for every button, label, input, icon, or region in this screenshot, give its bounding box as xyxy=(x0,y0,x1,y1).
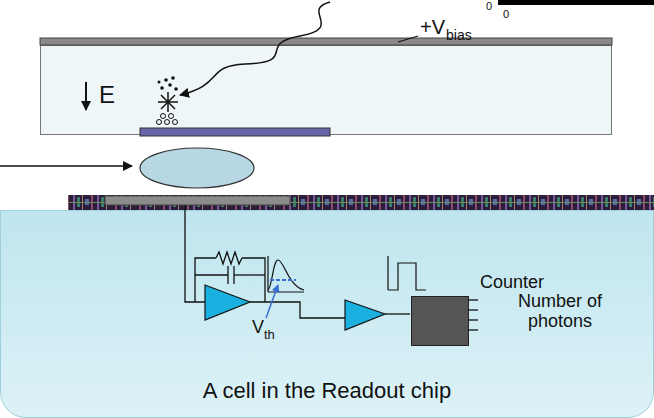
counter-output: Number of photons xyxy=(500,292,620,332)
electron-dots xyxy=(158,76,178,91)
comparator-triangle xyxy=(345,300,385,330)
pointer-arrow xyxy=(0,165,132,167)
readout-circuit xyxy=(185,205,478,330)
threshold-voltage: V xyxy=(252,318,264,338)
threshold-pointer xyxy=(266,285,278,318)
photon-path xyxy=(180,2,330,95)
bias-electrode xyxy=(40,38,612,45)
threshold-line xyxy=(270,279,296,281)
node-text: E xyxy=(99,82,115,108)
field-arrow xyxy=(85,82,87,110)
chip-texture xyxy=(68,195,654,210)
bias-subscript: bias xyxy=(446,28,472,43)
threshold-subscript: th xyxy=(264,328,275,342)
axis-bar xyxy=(498,0,654,5)
bias-voltage: +V xyxy=(420,16,445,38)
axis-tick: 0 xyxy=(503,8,509,20)
preamp-triangle xyxy=(205,285,250,320)
node-text: A cell in the Readout chip xyxy=(1,379,653,403)
axis-tick: 0 xyxy=(486,0,492,12)
pixel-electrode xyxy=(140,128,330,136)
bump-bond xyxy=(140,148,254,188)
node-text: Counter xyxy=(480,273,544,293)
analog-pulse xyxy=(268,256,304,292)
input-pad xyxy=(105,196,290,205)
hole-circles xyxy=(157,114,178,125)
interaction-star xyxy=(158,92,178,112)
leader-line xyxy=(398,36,418,42)
counter-box: Counter xyxy=(411,296,469,346)
sensor-layer: E xyxy=(40,45,612,135)
digital-pulse xyxy=(388,256,426,290)
